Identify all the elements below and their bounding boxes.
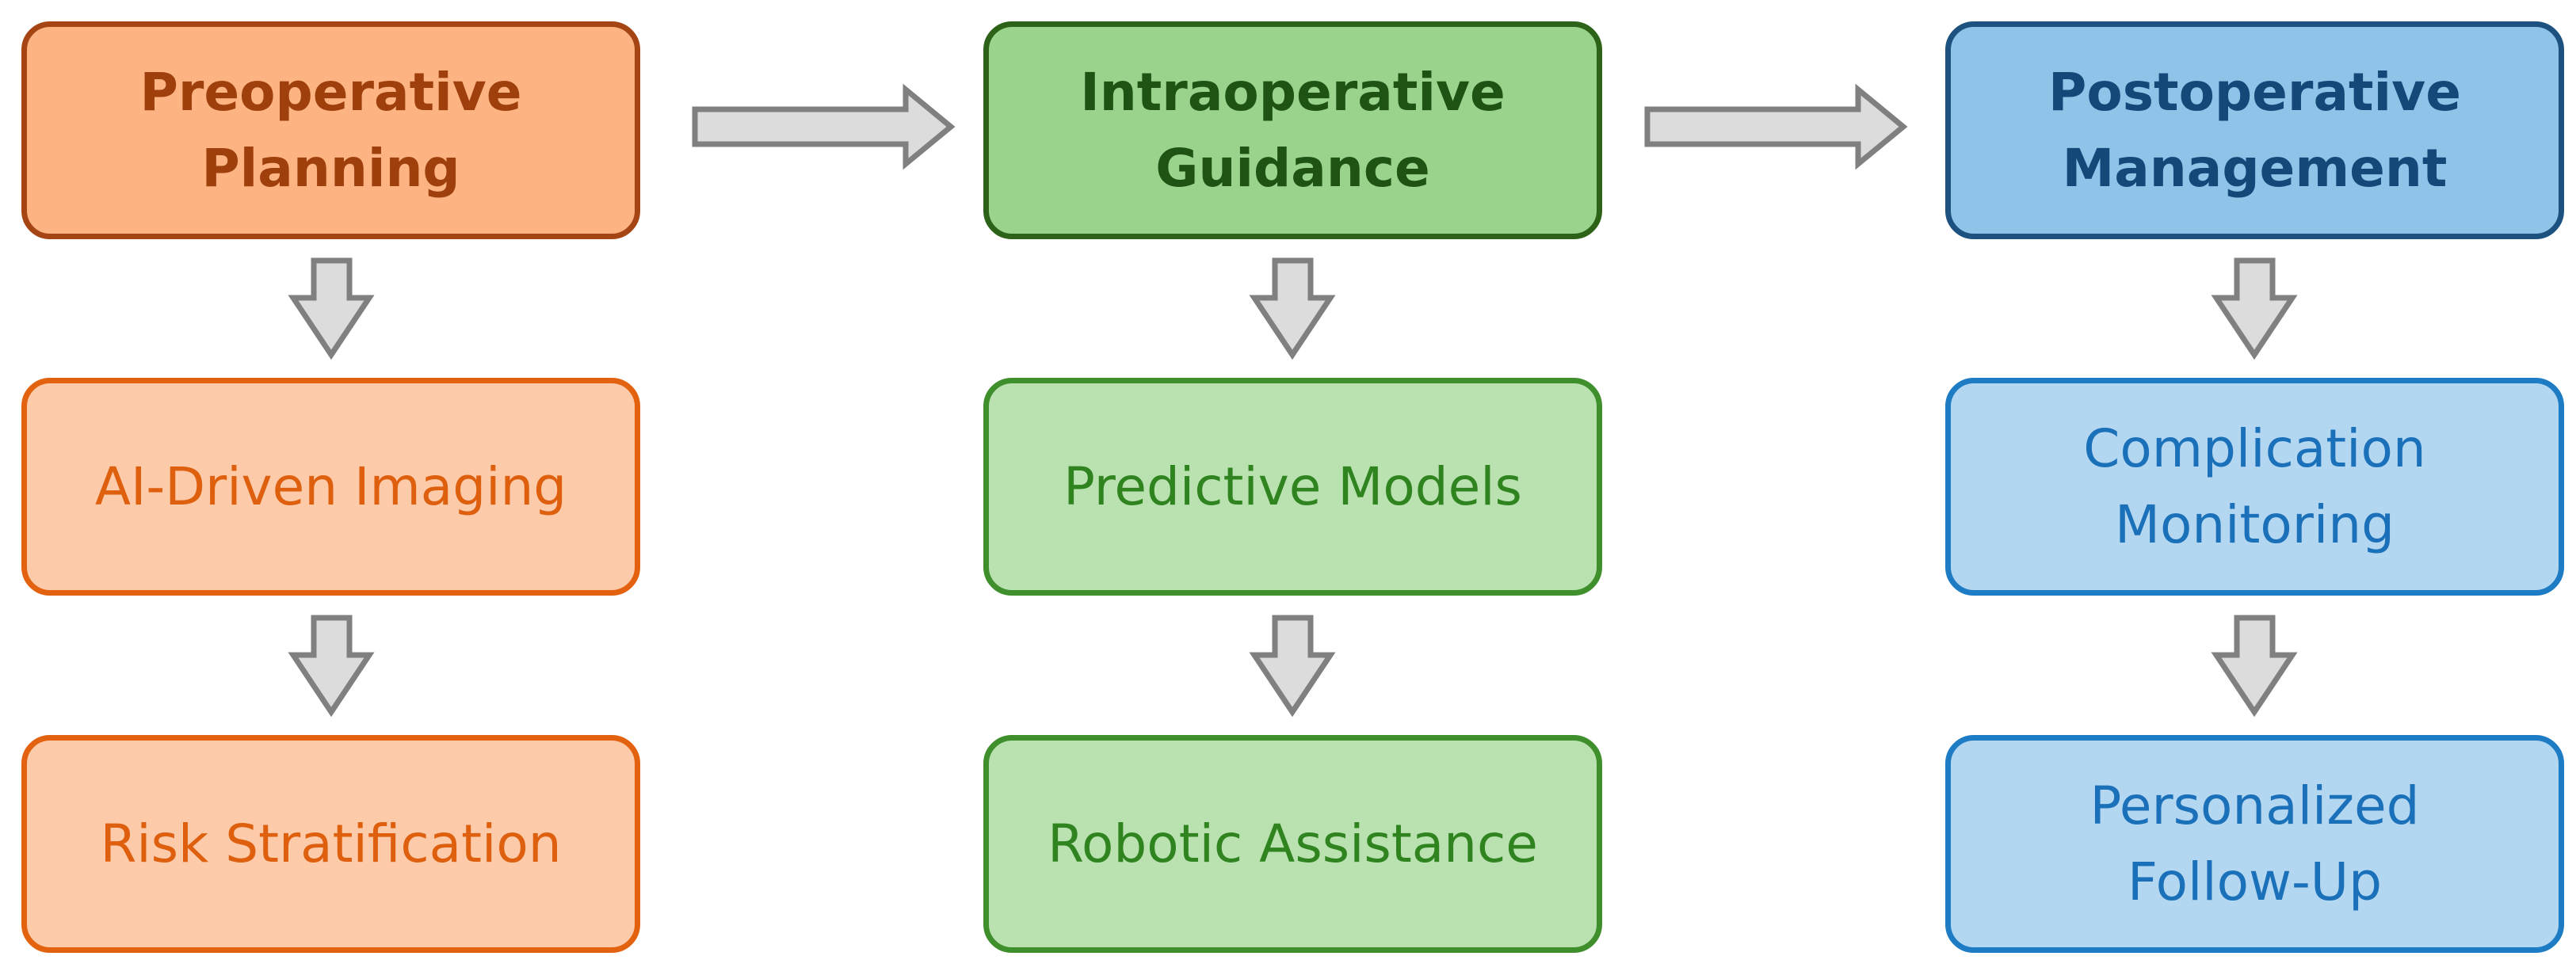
down-arrow-icon: [2211, 615, 2298, 718]
intraoperative-guidance-box: Intraoperative Guidance: [983, 21, 1602, 239]
right-arrow-icon: [1644, 83, 1908, 170]
risk-stratification-box: Risk Stratification: [21, 735, 640, 953]
down-arrow-icon: [288, 257, 375, 360]
preoperative-planning-box: Preoperative Planning: [21, 21, 640, 239]
down-arrow-icon: [1249, 257, 1336, 360]
down-arrow-icon: [288, 615, 375, 718]
down-arrow-icon: [2211, 257, 2298, 360]
predictive-models-box: Predictive Models: [983, 378, 1602, 596]
complication-monitoring-box: Complication Monitoring: [1945, 378, 2564, 596]
down-arrow-icon: [1249, 615, 1336, 718]
right-arrow-icon: [692, 83, 956, 170]
ai-driven-imaging-box: AI-Driven Imaging: [21, 378, 640, 596]
personalized-follow-up-box: Personalized Follow-Up: [1945, 735, 2564, 953]
robotic-assistance-box: Robotic Assistance: [983, 735, 1602, 953]
postoperative-management-box: Postoperative Management: [1945, 21, 2564, 239]
